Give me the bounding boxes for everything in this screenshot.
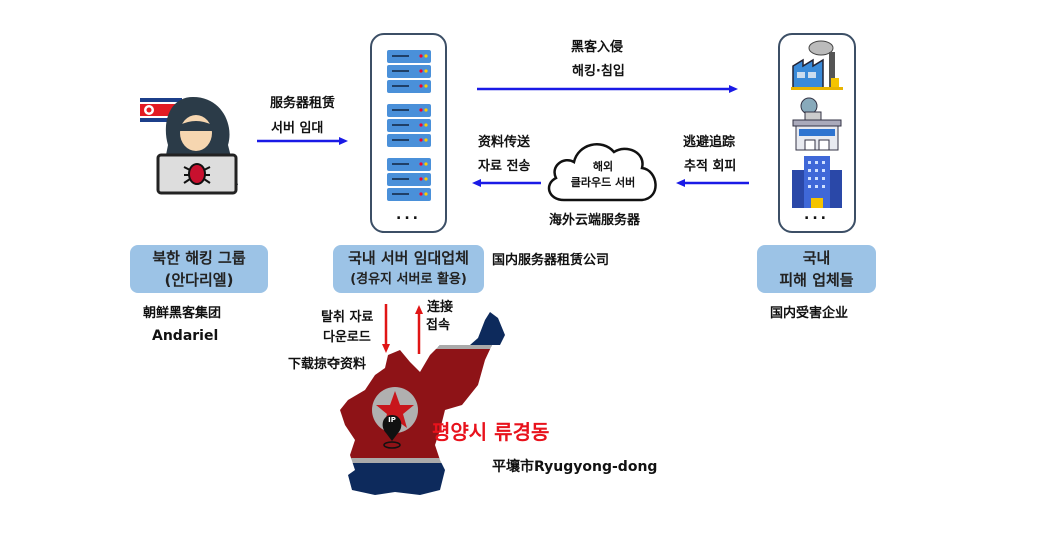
cloud-cn: 海外云端服务器 bbox=[549, 213, 641, 228]
hacker-group-name: 북한 해킹 그룹 bbox=[152, 249, 246, 267]
cloud-label-line1: 해외 bbox=[592, 160, 614, 173]
evade-ko: 추적 회피 bbox=[684, 159, 737, 174]
victims-label-line1: 국내 bbox=[802, 249, 831, 267]
domestic-server-role: (경유지 서버로 활용) bbox=[350, 272, 467, 287]
server-more-dots: ... bbox=[396, 207, 421, 223]
evade-cn: 逃避追踪 bbox=[683, 135, 736, 150]
ip-pin-icon bbox=[382, 415, 402, 449]
star-icon bbox=[376, 391, 414, 428]
download-cn: 下载掠夺资料 bbox=[288, 357, 367, 372]
domestic-server-cn: 国内服务器租赁公司 bbox=[492, 253, 610, 268]
connect-cn: 连接 bbox=[427, 300, 454, 315]
data-transfer-ko: 자료 전송 bbox=[478, 159, 531, 174]
victims-label-line2: 피해 업체들 bbox=[779, 271, 854, 289]
arrow-up-icon bbox=[415, 305, 423, 354]
building-antenna-icon bbox=[792, 97, 842, 151]
cloud-label-line2: 클라우드 서버 bbox=[570, 176, 636, 189]
arrow-right-icon bbox=[477, 85, 738, 93]
arrow-down-icon bbox=[382, 304, 390, 353]
factory-icon bbox=[791, 40, 843, 90]
domestic-server-name: 국내 서버 임대업체 bbox=[348, 249, 469, 267]
victims-cn: 国内受害企业 bbox=[770, 306, 849, 321]
domestic-server-label: 국내 서버 임대업체 (경유지 서버로 활용) bbox=[333, 245, 484, 293]
hacker-group-alias: (안다리엘) bbox=[164, 271, 234, 289]
arrow-left-icon bbox=[676, 179, 749, 187]
location-cn-en: 平壤市Ryugyong-dong bbox=[492, 459, 658, 475]
server-rent-ko: 서버 임대 bbox=[271, 121, 324, 136]
arrow-left-icon bbox=[472, 179, 541, 187]
hacker-group-en: Andariel bbox=[152, 328, 219, 344]
download-ko-line1: 탈취 자료 bbox=[321, 310, 374, 325]
connect-ko: 접속 bbox=[426, 318, 450, 333]
download-ko-line2: 다운로드 bbox=[323, 330, 371, 345]
ip-pin-label: IP bbox=[388, 416, 396, 424]
hacker-icon bbox=[140, 97, 238, 195]
hacker-group-cn: 朝鲜黑客集团 bbox=[143, 306, 222, 321]
office-building-icon bbox=[792, 156, 842, 208]
victims-more-dots: ... bbox=[804, 207, 829, 223]
hacking-ko: 해킹·침입 bbox=[572, 64, 625, 79]
arrow-right-icon bbox=[257, 137, 348, 145]
hacker-group-label: 북한 해킹 그룹 (안다리엘) bbox=[130, 245, 268, 293]
bug-icon bbox=[188, 163, 206, 185]
hacking-cn: 黑客入侵 bbox=[571, 40, 624, 55]
data-transfer-cn: 资料传送 bbox=[478, 135, 531, 150]
location-ko: 평양시 류경동 bbox=[432, 420, 550, 444]
cloud-icon bbox=[547, 143, 657, 202]
victims-label: 국내 피해 업체들 bbox=[757, 245, 876, 293]
north-korea-map bbox=[340, 312, 505, 495]
server-rent-cn: 服务器租赁 bbox=[270, 96, 336, 111]
server-stack-icon bbox=[386, 50, 432, 202]
